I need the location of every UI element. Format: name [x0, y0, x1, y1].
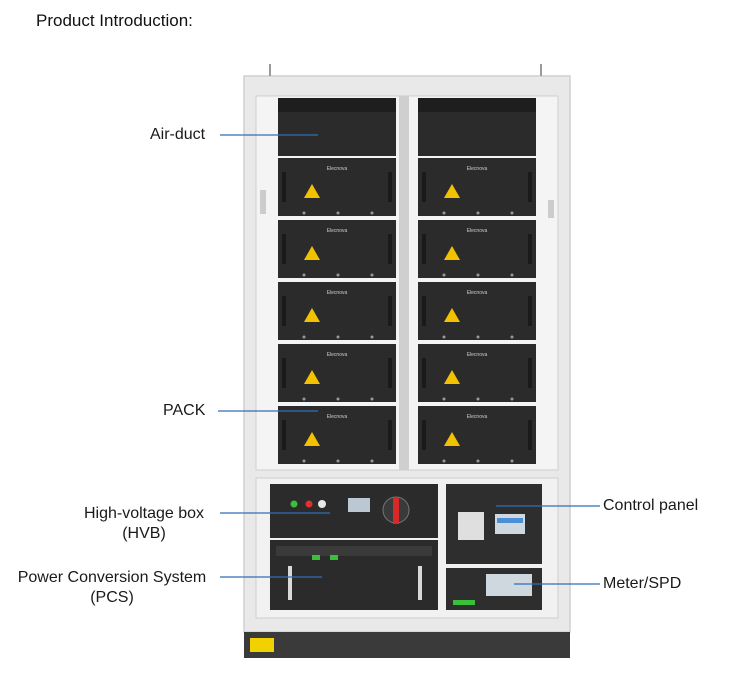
- label-pack: PACK: [163, 402, 206, 419]
- meter-spd: [446, 568, 542, 610]
- warning-icon: [304, 370, 320, 384]
- pack-brand: Elecnova: [467, 352, 488, 358]
- main-switch-icon: [393, 498, 399, 524]
- battery-pack: Elecnova: [278, 406, 396, 464]
- label-control-panel: Control panel: [603, 497, 699, 514]
- air-duct-left: [278, 98, 396, 156]
- battery-pack: Elecnova: [418, 406, 536, 464]
- battery-pack: Elecnova: [418, 220, 536, 278]
- label-pcs-line2: (PCS): [90, 589, 134, 606]
- battery-pack: Elecnova: [278, 282, 396, 340]
- battery-pack: Elecnova: [418, 158, 536, 216]
- air-duct-right: [418, 98, 536, 156]
- battery-pack: Elecnova: [278, 158, 396, 216]
- pack-brand: Elecnova: [327, 166, 348, 172]
- label-hvb: High-voltage box (HVB): [70, 504, 218, 544]
- warning-icon: [304, 432, 320, 446]
- status-led-icon: [290, 500, 298, 508]
- warning-icon: [444, 308, 460, 322]
- label-air-duct: Air-duct: [150, 126, 206, 143]
- warning-icon: [444, 246, 460, 260]
- battery-pack: Elecnova: [418, 344, 536, 402]
- battery-pack: Elecnova: [418, 282, 536, 340]
- warning-icon: [444, 370, 460, 384]
- warning-icon: [304, 184, 320, 198]
- pack-brand: Elecnova: [327, 414, 348, 420]
- warning-icon: [444, 432, 460, 446]
- warning-icon: [304, 308, 320, 322]
- pack-brand: Elecnova: [327, 228, 348, 234]
- label-hvb-line1: High-voltage box: [83, 505, 205, 522]
- label-pcs: Power Conversion System (PCS): [5, 568, 219, 608]
- pack-brand: Elecnova: [327, 290, 348, 296]
- pack-brand: Elecnova: [467, 166, 488, 172]
- page-title: Product Introduction:: [36, 11, 193, 30]
- pack-brand: Elecnova: [467, 414, 488, 420]
- warning-icon: [304, 246, 320, 260]
- label-hvb-line2: (HVB): [122, 525, 166, 542]
- battery-pack: Elecnova: [278, 220, 396, 278]
- pack-brand: Elecnova: [327, 352, 348, 358]
- battery-pack: Elecnova: [278, 344, 396, 402]
- pack-brand: Elecnova: [467, 290, 488, 296]
- high-voltage-box: [270, 484, 438, 538]
- warning-icon: [444, 184, 460, 198]
- label-meter-spd: Meter/SPD: [603, 575, 682, 592]
- alarm-led-icon: [305, 500, 313, 508]
- label-pcs-line1: Power Conversion System: [17, 569, 207, 586]
- leader-lines: [218, 134, 600, 585]
- pack-brand: Elecnova: [467, 228, 488, 234]
- cabinet-base: [244, 632, 570, 658]
- control-panel: [446, 484, 542, 564]
- power-conversion-system: [270, 540, 438, 610]
